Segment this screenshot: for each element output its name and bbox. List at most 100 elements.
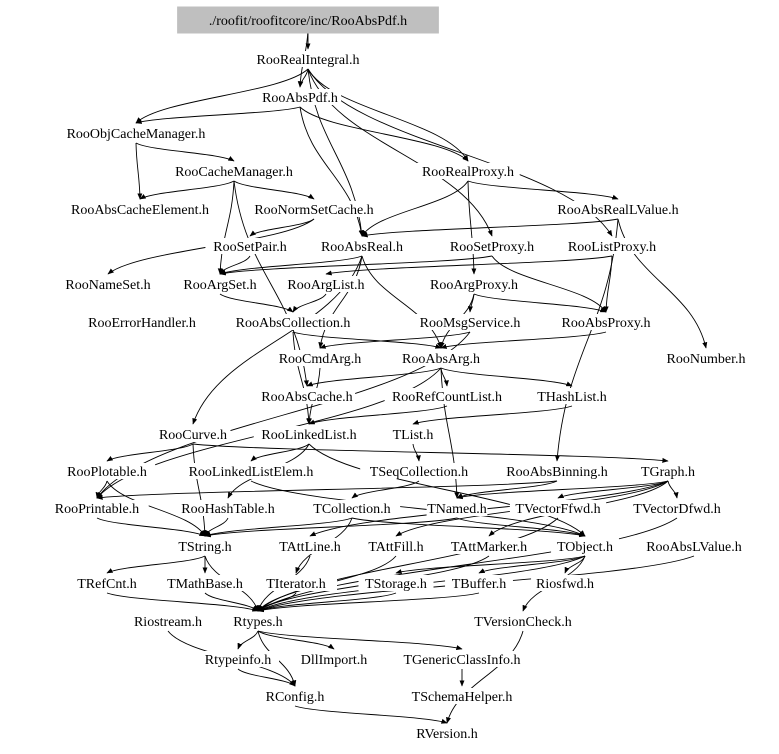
node-label: RooNumber.h: [667, 352, 746, 367]
edge-tstorage-h-to-rtypes-h: [257, 592, 397, 612]
node-roonameset-h[interactable]: RooNameSet.h: [63, 276, 153, 293]
node-tcollection-h[interactable]: TCollection.h: [303, 500, 401, 517]
node-roocmdarg-h[interactable]: RooCmdArg.h: [279, 350, 362, 367]
node-root[interactable]: ./roofit/roofitcore/inc/RooAbsPdf.h: [177, 6, 439, 34]
node-roocurve-h[interactable]: RooCurve.h: [155, 426, 231, 443]
node-rooabslvalue-h[interactable]: RooAbsLValue.h: [642, 538, 746, 555]
node-background: [205, 238, 295, 254]
node-rooargset-h[interactable]: RooArgSet.h: [178, 276, 262, 293]
node-roolinkedlistelem-h[interactable]: RooLinkedListElem.h: [181, 463, 321, 480]
node-tvectordfwd-h[interactable]: TVectorDfwd.h: [628, 500, 726, 517]
node-label: RooMsgService.h: [420, 316, 521, 331]
node-background: [409, 725, 485, 741]
node-tseqcollection-h[interactable]: TSeqCollection.h: [360, 463, 478, 480]
node-label: RooArgSet.h: [183, 278, 256, 293]
node-thashlist-h[interactable]: THashList.h: [530, 388, 614, 405]
node-roomsgservice-h[interactable]: RooMsgService.h: [414, 314, 526, 331]
node-roohashtable-h[interactable]: RooHashTable.h: [176, 500, 280, 517]
node-rooabsreallvalue-h[interactable]: RooAbsRealLValue.h: [552, 201, 684, 218]
node-tattline-h[interactable]: TAttLine.h: [272, 538, 348, 555]
node-riostream-h[interactable]: Riostream.h: [126, 613, 210, 630]
node-trefcnt-h[interactable]: TRefCnt.h: [73, 575, 141, 592]
edge-rooabsreal-h-to-rooargset-h: [219, 255, 363, 275]
node-tstring-h[interactable]: TString.h: [171, 538, 239, 555]
node-background: [501, 463, 613, 479]
node-tbuffer-h[interactable]: TBuffer.h: [445, 575, 513, 592]
edge-roonormsetcache-h-to-roosetpair-h: [249, 218, 315, 237]
node-roolistproxy-h[interactable]: RooListProxy.h: [560, 238, 664, 255]
node-background: [467, 613, 579, 629]
node-tobject-h[interactable]: TObject.h: [551, 538, 619, 555]
edge-roolinkedlist-h-to-tobject-h: [308, 443, 586, 537]
node-rooplotable-h[interactable]: RooPlotable.h: [58, 463, 156, 480]
node-tgenericclassinfo-h[interactable]: TGenericClassInfo.h: [392, 651, 532, 668]
node-roonumber-h[interactable]: RooNumber.h: [664, 350, 748, 367]
node-background: [155, 426, 231, 442]
node-rooobjcachemanager-h[interactable]: RooObjCacheManager.h: [63, 125, 209, 142]
node-roosetpair-h[interactable]: RooSetPair.h: [205, 238, 295, 255]
node-rooabscache-h[interactable]: RooAbsCache.h: [258, 388, 356, 405]
node-roolinkedlist-h[interactable]: RooLinkedList.h: [253, 426, 365, 443]
node-label: RVersion.h: [416, 727, 478, 742]
node-background: [531, 575, 599, 591]
node-riosfwd-h[interactable]: Riosfwd.h: [531, 575, 599, 592]
node-rtypes-h[interactable]: Rtypes.h: [227, 613, 289, 630]
edge-rooargproxy-h-to-roomsgservice-h: [467, 293, 475, 313]
edge-thashlist-h-to-tlist-h: [412, 405, 573, 425]
node-rversion-h[interactable]: RVersion.h: [409, 725, 485, 742]
edge-rooabsbinning-h-to-rooprintable-h: [96, 480, 558, 500]
node-label: RooAbsCollection.h: [236, 316, 351, 331]
node-label: RooAbsPdf.h: [262, 91, 338, 106]
node-rtypeinfo-h[interactable]: Rtypeinfo.h: [196, 651, 280, 668]
node-rooabsarg-h[interactable]: RooAbsArg.h: [399, 350, 483, 367]
edge-rooabsarg-h-to-tnamed-h: [440, 367, 460, 499]
node-tschemahelper-h[interactable]: TSchemaHelper.h: [406, 688, 518, 705]
edge-roolinkedlistelem-h-to-tobject-h: [250, 480, 586, 537]
node-roosetproxy-h[interactable]: RooSetProxy.h: [443, 238, 541, 255]
node-label: Rtypeinfo.h: [205, 653, 272, 668]
node-label: TSeqCollection.h: [370, 465, 468, 480]
node-background: [303, 500, 401, 516]
node-label: RooNormSetCache.h: [254, 203, 373, 218]
node-roorealproxy-h[interactable]: RooRealProxy.h: [416, 163, 520, 180]
node-tlist-h[interactable]: TList.h: [386, 426, 440, 443]
node-tversioncheck-h[interactable]: TVersionCheck.h: [467, 613, 579, 630]
node-label: TVersionCheck.h: [474, 615, 572, 630]
node-rooabscollection-h[interactable]: RooAbsCollection.h: [227, 314, 359, 331]
node-rooabsproxy-h[interactable]: RooAbsProxy.h: [557, 314, 655, 331]
node-background: [292, 651, 376, 667]
node-label: TString.h: [178, 540, 231, 555]
node-rooabspdf-h[interactable]: RooAbsPdf.h: [258, 89, 342, 106]
node-background: [560, 238, 664, 254]
node-tvectorffwd-h[interactable]: TVectorFfwd.h: [509, 500, 607, 517]
node-roorefcountlist-h[interactable]: RooRefCountList.h: [384, 388, 510, 405]
node-background: [67, 201, 213, 217]
node-roonormsetcache-h[interactable]: RooNormSetCache.h: [251, 201, 377, 218]
node-dllimport-h[interactable]: DllImport.h: [292, 651, 376, 668]
node-rooargproxy-h[interactable]: RooArgProxy.h: [425, 276, 523, 293]
node-rooerrorhandler-h[interactable]: RooErrorHandler.h: [79, 314, 205, 331]
node-tstorage-h[interactable]: TStorage.h: [358, 575, 434, 592]
node-tgraph-h[interactable]: TGraph.h: [637, 463, 699, 480]
node-label: DllImport.h: [301, 653, 368, 668]
node-rooabscacheelement-h[interactable]: RooAbsCacheElement.h: [67, 201, 213, 218]
edge-rooabspdf-h-to-rooobjcachemanager-h: [135, 106, 301, 124]
node-rooabsbinning-h[interactable]: RooAbsBinning.h: [501, 463, 613, 480]
node-roocachemanager-h[interactable]: RooCacheManager.h: [171, 163, 297, 180]
node-background: [258, 388, 356, 404]
node-rconfig-h[interactable]: RConfig.h: [261, 688, 329, 705]
node-tattfill-h[interactable]: TAttFill.h: [358, 538, 434, 555]
node-roorealintegral-h[interactable]: RooRealIntegral.h: [245, 51, 371, 68]
node-tnamed-h[interactable]: TNamed.h: [426, 500, 488, 517]
node-rooarglist-h[interactable]: RooArgList.h: [281, 276, 371, 293]
node-tattmarker-h[interactable]: TAttMarker.h: [444, 538, 534, 555]
node-label: Riosfwd.h: [536, 577, 594, 592]
node-tmathbase-h[interactable]: TMathBase.h: [163, 575, 247, 592]
edge-rooargproxy-h-to-rooabsproxy-h: [473, 293, 607, 313]
node-titerator-h[interactable]: TIterator.h: [254, 575, 338, 592]
node-rooprintable-h[interactable]: RooPrintable.h: [45, 500, 149, 517]
node-background: [358, 575, 434, 591]
node-rooabsreal-h[interactable]: RooAbsReal.h: [317, 238, 407, 255]
node-background: [171, 163, 297, 179]
node-background: [126, 613, 210, 629]
